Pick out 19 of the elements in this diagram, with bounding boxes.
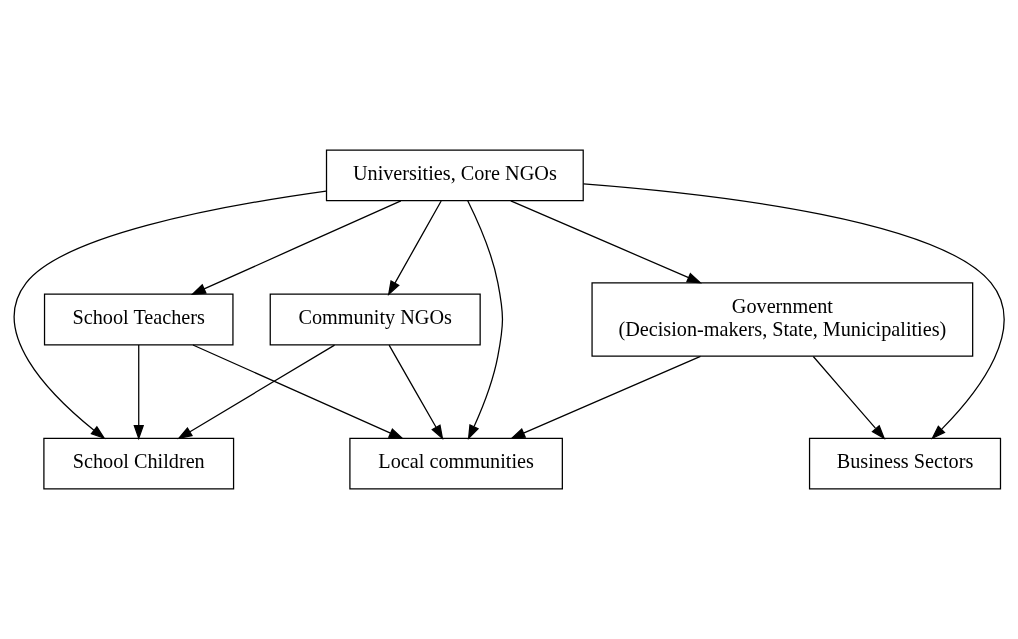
- arrow: [177, 344, 336, 440]
- arrow: [467, 200, 504, 440]
- node-box: Business Sectors: [808, 437, 1002, 490]
- arrow: [190, 200, 402, 295]
- arrow: [510, 200, 702, 284]
- arrow: [582, 183, 1005, 440]
- arrow: [133, 344, 145, 441]
- arrow: [812, 355, 886, 440]
- node-box: School Teachers: [43, 293, 234, 346]
- arrow: [387, 200, 442, 296]
- node-box: Community NGOs: [269, 293, 481, 346]
- arrow: [388, 344, 444, 440]
- arrow: [510, 355, 702, 439]
- arrow: [192, 344, 404, 440]
- node-box: Local communities: [349, 437, 563, 490]
- node-box: Government (Decision-makers, State, Municipalities): [591, 282, 974, 357]
- arrow: [13, 190, 327, 440]
- node-box: School Children: [43, 437, 235, 490]
- node-box: Universities, Core NGOs: [325, 149, 584, 202]
